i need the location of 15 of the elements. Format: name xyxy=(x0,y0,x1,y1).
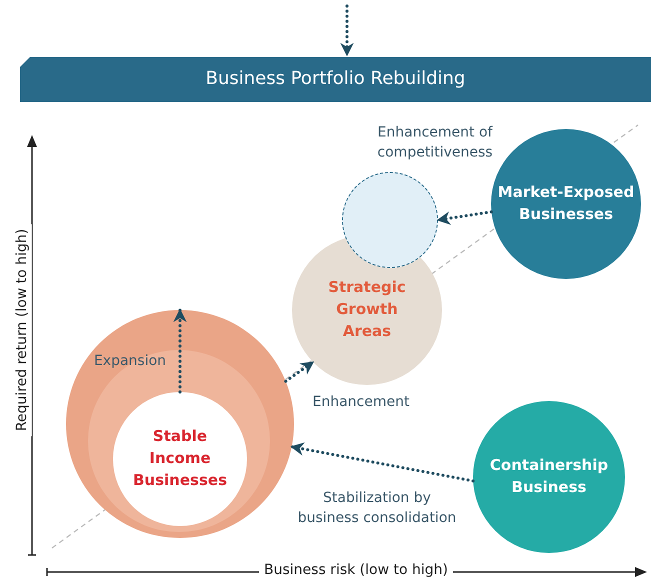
banner-title: Business Portfolio Rebuilding xyxy=(206,67,466,92)
node-label: Market-Exposed Businesses xyxy=(496,182,636,225)
title-banner xyxy=(20,57,651,102)
edge-label: Enhancement xyxy=(312,393,410,412)
dotted-arrow xyxy=(173,308,187,394)
dotted-arrow xyxy=(284,360,315,383)
node-label: Containership Business xyxy=(488,455,610,498)
dotted-arrow xyxy=(436,210,493,225)
edge-label: Expansion xyxy=(92,352,168,371)
dotted-arrow xyxy=(340,4,354,56)
node-label: Strategic Growth Areas xyxy=(327,277,407,342)
dotted-arrow xyxy=(290,442,475,482)
node-label: Stable Income Businesses xyxy=(132,426,228,491)
annotation-text: Enhancement of competitiveness xyxy=(376,124,494,163)
edge-label: Stabilization by business consolidation xyxy=(296,489,458,528)
